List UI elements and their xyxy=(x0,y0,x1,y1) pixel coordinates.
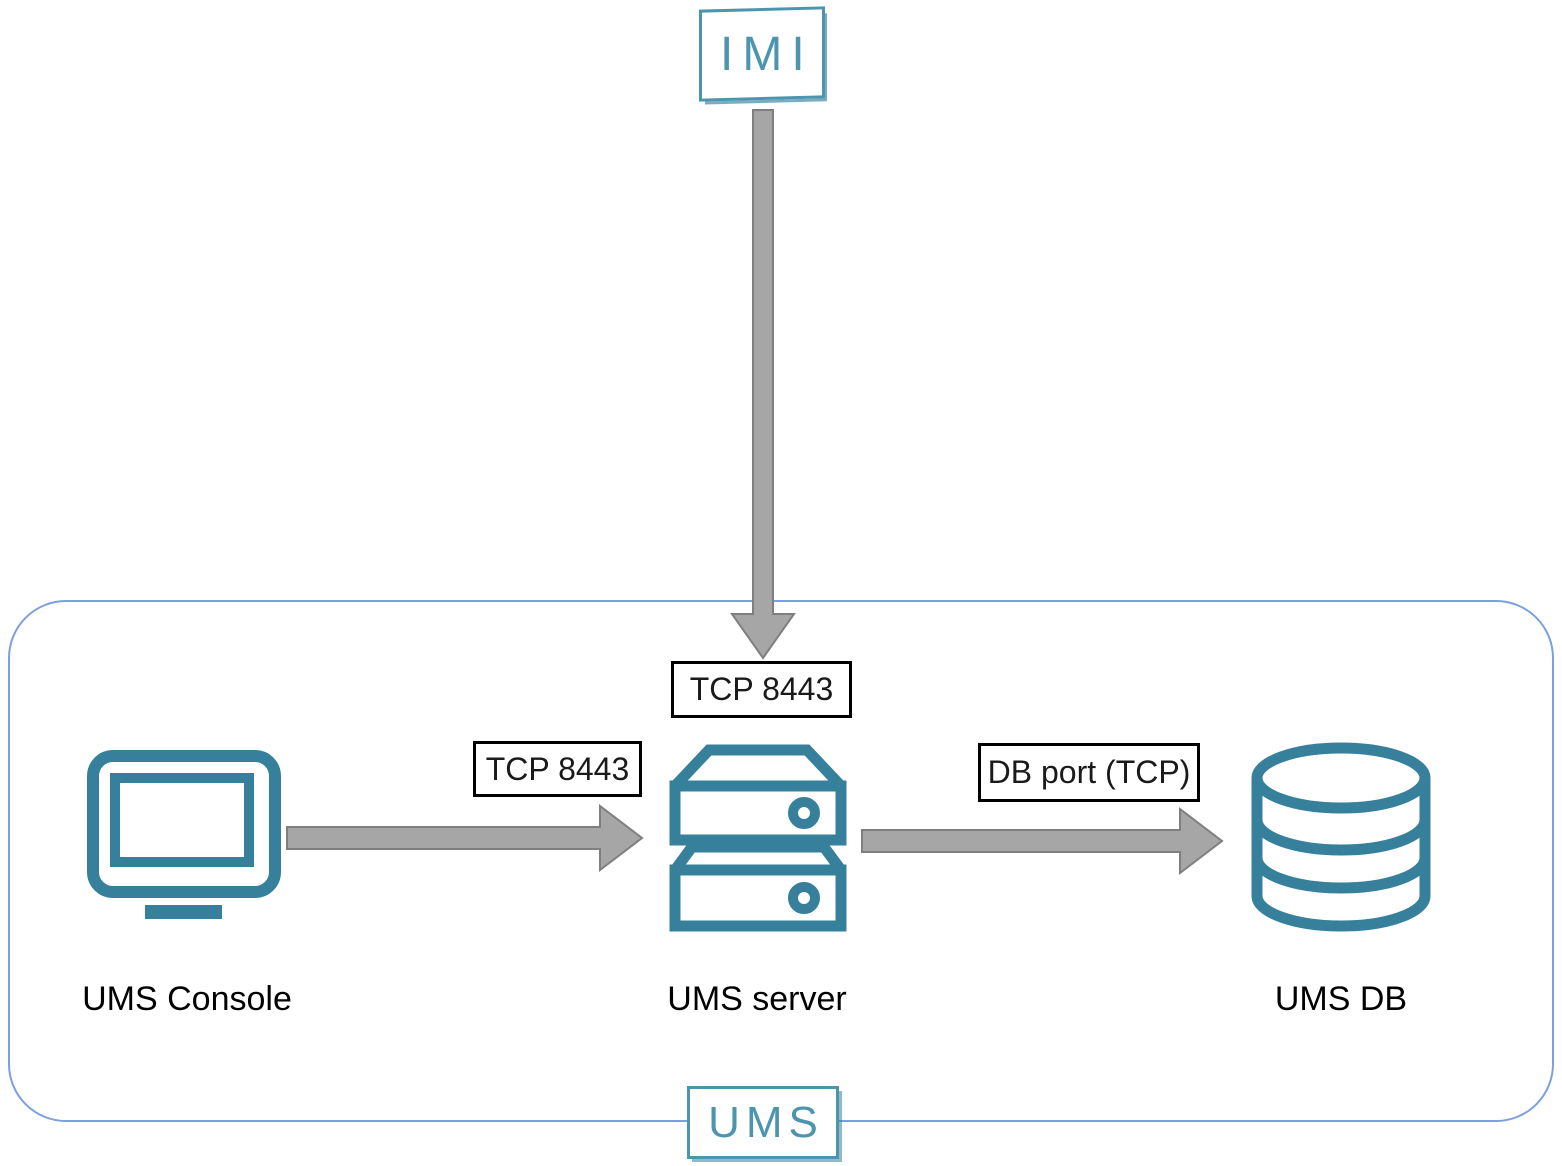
monitor-icon xyxy=(85,748,285,928)
imi-label: IMI xyxy=(719,27,814,81)
port-label-text: TCP 8443 xyxy=(689,671,834,707)
server-rack-icon xyxy=(663,740,853,936)
port-label-server-to-db: DB port (TCP) xyxy=(978,743,1200,802)
port-label-text: DB port (TCP) xyxy=(987,754,1191,790)
arrow-imi-to-server-icon xyxy=(730,109,796,660)
console-node-label: UMS Console xyxy=(82,980,292,1018)
port-label-console-to-server: TCP 8443 xyxy=(473,741,642,797)
port-label-imi-to-server: TCP 8443 xyxy=(671,661,852,718)
server-node-label: UMS server xyxy=(667,980,847,1018)
ums-group-badge: UMS xyxy=(687,1086,839,1159)
ums-group-label: UMS xyxy=(708,1097,824,1147)
database-icon xyxy=(1246,738,1436,934)
db-node-label: UMS DB xyxy=(1274,980,1408,1018)
port-label-text: TCP 8443 xyxy=(485,750,630,787)
imi-node: IMI xyxy=(699,6,825,102)
